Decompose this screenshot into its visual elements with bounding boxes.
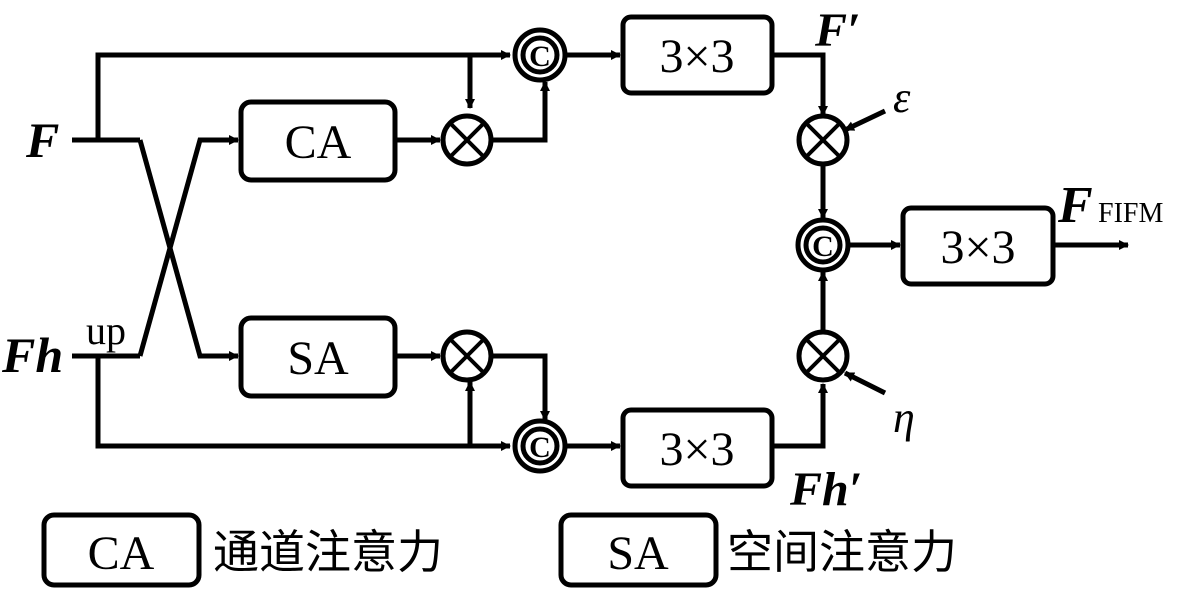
- conv-bottom-to-mult-eta: [772, 383, 828, 449]
- output-label-sub: FIFM: [1098, 198, 1163, 229]
- up-label: up: [86, 308, 126, 353]
- conv-out-label: 3×3: [940, 221, 1015, 274]
- concat-top-label: C: [529, 40, 551, 73]
- output-label-main: F: [1057, 177, 1093, 234]
- fh-up-to-ca: [137, 135, 239, 357]
- f-to-sa: [137, 139, 239, 361]
- mult-sa-cross-b: [448, 337, 486, 375]
- conv-top-block: [620, 14, 775, 96]
- fh-to-concat-bottom: [95, 356, 511, 451]
- mult-sa-to-concat: [492, 353, 550, 421]
- connections: [72, 50, 1129, 451]
- concat-bottom-label: C: [529, 431, 551, 464]
- f-prime-label: F′: [814, 4, 861, 57]
- conv-out-block: [900, 205, 1056, 287]
- legend: CA 通道注意力 SA 空间注意力: [41, 512, 957, 588]
- conv-bottom-label: 3×3: [659, 423, 734, 476]
- concat-final-label: C: [812, 230, 834, 263]
- conv-top-to-mult-eps: [772, 52, 828, 116]
- concat-bottom-inner: [520, 426, 560, 466]
- conv-bottom-block: [620, 407, 775, 489]
- mult-ca-cross-b: [448, 121, 486, 159]
- input-f-label: F: [25, 112, 59, 168]
- mult-ca-to-concat: [492, 81, 550, 143]
- ca-block: [238, 99, 398, 183]
- f-to-concat-top: [95, 50, 511, 140]
- epsilon-label: ε: [893, 73, 911, 122]
- concat-top-inner: [520, 35, 560, 75]
- conv-top-label: 3×3: [659, 30, 734, 83]
- legend-sa-box-label: SA: [607, 527, 669, 580]
- mult-eps-cross-b: [804, 121, 842, 159]
- sa-block-label: SA: [287, 332, 349, 385]
- epsilon-arrow: [843, 108, 887, 133]
- mult-eta-cross-b: [804, 337, 842, 375]
- eta-label: η: [893, 393, 915, 442]
- legend-sa-box: [558, 512, 719, 588]
- legend-sa-text: 空间注意力: [727, 525, 957, 579]
- multiply-crosses: [448, 121, 842, 375]
- sa-block: [238, 315, 398, 399]
- fh-prime-label: Fh′: [789, 463, 862, 516]
- concat-final-inner: [803, 225, 843, 265]
- legend-ca-box: [41, 512, 202, 588]
- ca-block-label: CA: [285, 116, 352, 169]
- input-fh-label: Fh: [1, 327, 63, 383]
- legend-ca-text: 通道注意力: [213, 525, 443, 579]
- eta-arrow: [843, 370, 887, 396]
- legend-ca-box-label: CA: [88, 527, 155, 580]
